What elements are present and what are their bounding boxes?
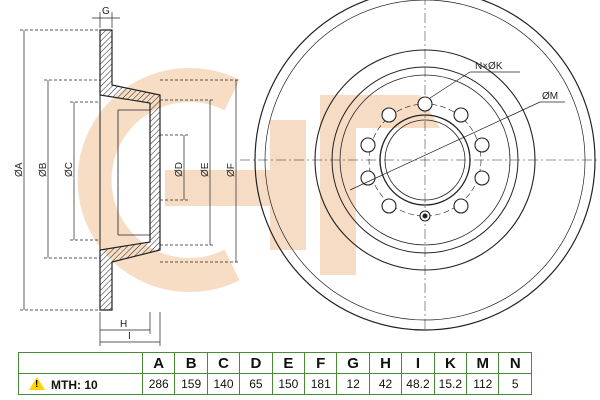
header-k: K	[433, 352, 468, 374]
spec-table: A B C D E F G H I K M N ! MTH: 10 286 159…	[18, 352, 532, 395]
label-a: ØA	[14, 162, 25, 177]
brake-disc-drawing: G ØA ØB ØC ØD ØE ØF H I N×ØK ØM	[14, 0, 600, 346]
value-c: 140	[206, 373, 241, 395]
header-blank	[18, 352, 143, 374]
warning-triangle-icon: !	[29, 376, 45, 390]
label-i: I	[128, 331, 131, 342]
header-b: B	[174, 352, 208, 374]
header-a: A	[141, 352, 176, 374]
dimension-lines	[20, 12, 240, 346]
value-i: 48.2	[401, 373, 435, 395]
header-h: H	[368, 352, 403, 374]
spec-table-value-row: ! MTH: 10 286 159 140 65 150 181 12 42 48…	[18, 373, 532, 395]
value-g: 12	[336, 373, 370, 395]
header-c: C	[206, 352, 241, 374]
label-f: ØF	[226, 163, 237, 177]
value-e: 150	[271, 373, 306, 395]
header-f: F	[304, 352, 338, 374]
header-d: D	[239, 352, 273, 374]
label-c: ØC	[64, 162, 75, 177]
leader-lines	[349, 71, 565, 191]
label-e: ØE	[200, 162, 211, 177]
label-b: ØB	[38, 162, 49, 177]
value-n: 5	[498, 373, 532, 395]
label-nxk: N×ØK	[475, 61, 503, 72]
label-g: G	[102, 6, 110, 17]
value-d: 65	[239, 373, 273, 395]
value-m: 112	[466, 373, 500, 395]
value-h: 42	[368, 373, 403, 395]
bolt-holes	[360, 96, 490, 222]
mth-label: MTH: 10	[51, 377, 98, 392]
label-h: H	[120, 319, 127, 330]
value-f: 181	[304, 373, 338, 395]
disc-cross-section	[99, 29, 161, 311]
label-m: ØM	[542, 91, 558, 102]
header-g: G	[336, 352, 370, 374]
mth-cell: ! MTH: 10	[18, 373, 143, 395]
spec-table-header-row: A B C D E F G H I K M N	[18, 352, 532, 374]
disc-front-view	[240, 0, 600, 331]
value-b: 159	[174, 373, 208, 395]
value-k: 15.2	[433, 373, 468, 395]
header-m: M	[466, 352, 500, 374]
value-a: 286	[141, 373, 176, 395]
label-d: ØD	[174, 162, 185, 177]
header-e: E	[271, 352, 306, 374]
header-i: I	[401, 352, 435, 374]
header-n: N	[498, 352, 532, 374]
